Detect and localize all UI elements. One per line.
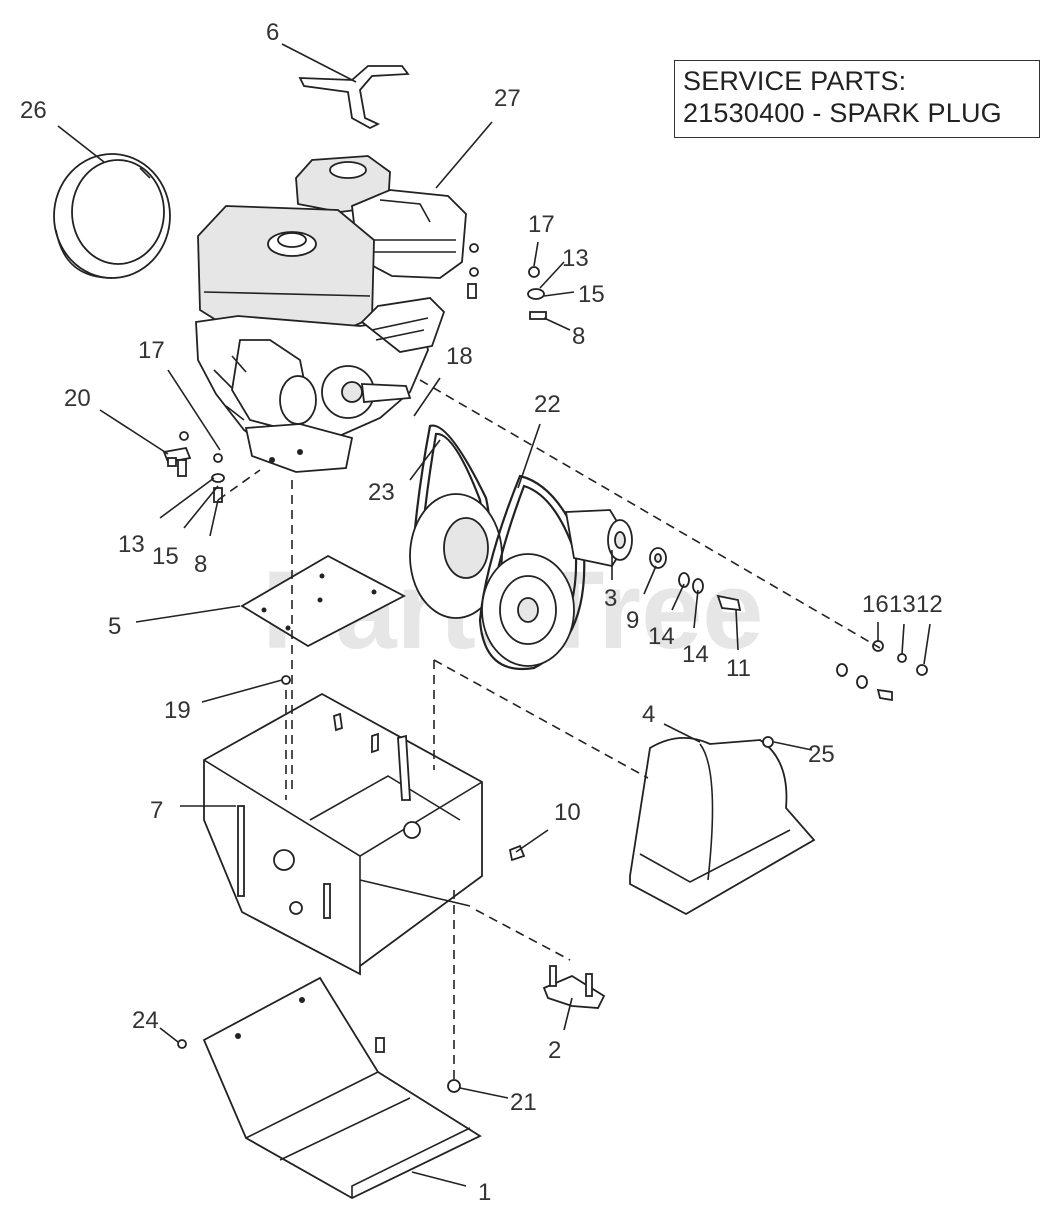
hardware-left-stack — [162, 431, 225, 503]
callout-26: 26 — [20, 97, 47, 124]
callout-8-left: 8 — [194, 551, 207, 578]
callout-25: 25 — [808, 741, 835, 768]
service-parts-heading: SERVICE PARTS: — [683, 66, 907, 96]
callout-4: 4 — [642, 701, 655, 728]
hardware-right-stack — [467, 243, 547, 320]
callout-27: 27 — [494, 85, 521, 112]
callout-17-right: 17 — [528, 211, 555, 238]
callout-12: 12 — [916, 591, 943, 618]
part-5-plate — [240, 554, 406, 648]
callout-labels: 6 26 27 17 13 15 8 17 18 20 22 23 13 15 … — [20, 19, 943, 1206]
part-2-bracket — [542, 965, 606, 1009]
callout-11: 11 — [726, 655, 751, 682]
callout-5: 5 — [108, 613, 121, 640]
callout-13-far: 13 — [889, 591, 916, 618]
callout-24: 24 — [132, 1007, 159, 1034]
callout-15-right: 15 — [578, 281, 605, 308]
callout-6: 6 — [266, 19, 279, 46]
callout-15-left: 15 — [152, 543, 179, 570]
callout-8-right: 8 — [572, 323, 585, 350]
callout-13-left: 13 — [118, 531, 145, 558]
callout-22: 22 — [534, 391, 561, 418]
assembly-lines — [217, 379, 881, 1080]
callout-14-a: 14 — [648, 623, 675, 650]
hardware-shaft-stack — [649, 547, 928, 702]
leader-lines — [57, 43, 931, 1187]
callout-20: 20 — [64, 385, 91, 412]
callout-10: 10 — [554, 799, 581, 826]
callout-18: 18 — [446, 343, 473, 370]
part-7-frame — [203, 692, 526, 976]
callout-2: 2 — [548, 1037, 561, 1064]
callout-21: 21 — [510, 1089, 537, 1116]
callout-1: 1 — [478, 1179, 491, 1206]
part-1-base — [177, 675, 482, 1200]
part-6-bracket — [298, 65, 410, 130]
part-27-engine — [195, 155, 467, 473]
callout-7: 7 — [150, 797, 163, 824]
callout-16: 16 — [862, 591, 889, 618]
callout-13-right: 13 — [562, 245, 589, 272]
callout-3: 3 — [604, 585, 617, 612]
part-26-ring — [53, 153, 171, 279]
callout-9: 9 — [626, 607, 639, 634]
part-4-belt-guard — [629, 736, 816, 916]
callout-19: 19 — [164, 697, 191, 724]
callout-14-b: 14 — [682, 641, 709, 668]
callout-17-left: 17 — [138, 337, 165, 364]
belts-and-pulleys — [409, 424, 633, 671]
spark-plug-part-number: 21530400 - SPARK PLUG — [683, 98, 1002, 128]
callout-23: 23 — [368, 479, 395, 506]
service-parts-box: SERVICE PARTS: 21530400 - SPARK PLUG — [674, 60, 1040, 138]
